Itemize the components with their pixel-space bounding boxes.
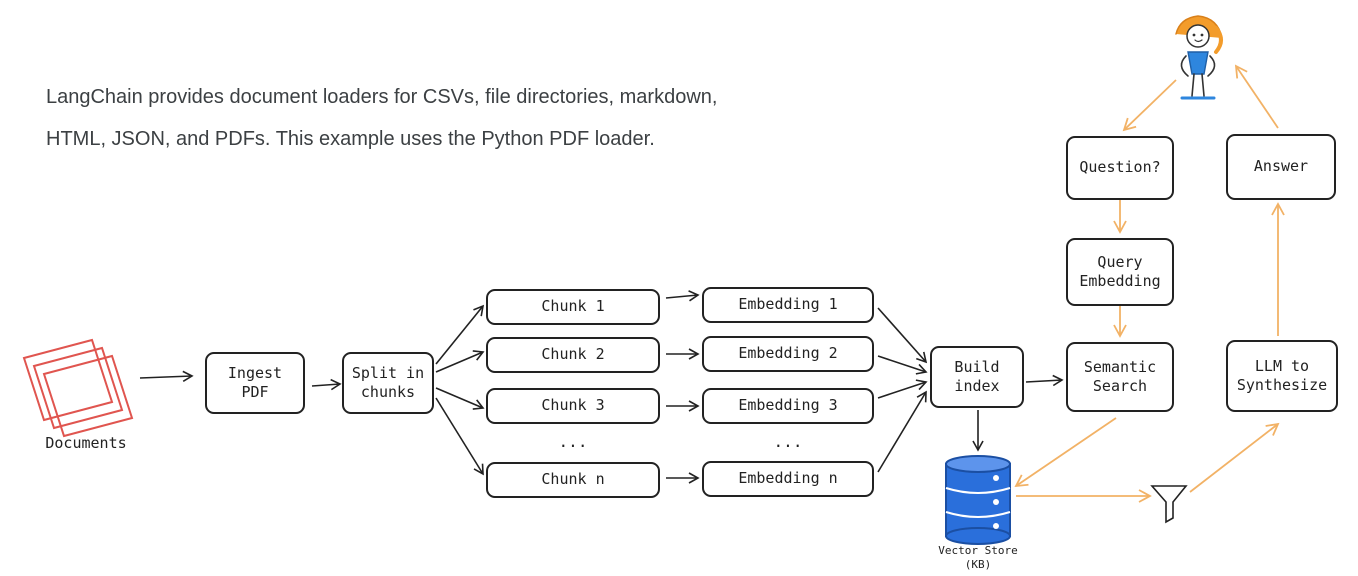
arrow-split-to-chunk-n — [435, 397, 484, 476]
llm-synthesize-step: LLM to Synthesize — [1226, 340, 1338, 412]
arrow-embedding-n-to-index — [877, 390, 927, 473]
documents-label: Documents — [45, 434, 127, 452]
build-index-step: Build index — [930, 346, 1024, 408]
arrow-answer-to-person — [1234, 64, 1279, 129]
arrow-search-to-store — [1014, 417, 1117, 488]
embeddings-ellipsis: ... — [773, 432, 803, 451]
chunk-2-box: Chunk 2 — [486, 337, 660, 373]
chunk-3-box: Chunk 3 — [486, 388, 660, 424]
semantic-search-step: Semantic Search — [1066, 342, 1174, 412]
arrow-split-to-chunk-3 — [435, 387, 485, 410]
arrow-filter-to-llm — [1189, 422, 1280, 493]
ingest-pdf-step: Ingest PDF — [205, 352, 305, 414]
vector-store-sublabel: (KB) — [964, 558, 992, 571]
embedding-n-box: Embedding n — [702, 461, 874, 497]
arrow-index-to-search — [1025, 374, 1064, 387]
person-icon — [1175, 15, 1223, 100]
arrow-split-to-chunk-2 — [435, 350, 485, 373]
chunk-n-box: Chunk n — [486, 462, 660, 498]
arrow-embedding-3-to-index — [877, 379, 928, 399]
question-box: Question? — [1066, 136, 1174, 200]
answer-box: Answer — [1226, 134, 1336, 200]
arrow-ingest-to-split — [311, 378, 342, 391]
chunks-ellipsis: ... — [558, 432, 588, 451]
arrow-split-to-chunk-1 — [435, 304, 485, 365]
chunk-1-box: Chunk 1 — [486, 289, 660, 325]
arrow-embedding-2-to-index — [877, 355, 928, 375]
database-icon — [945, 455, 1011, 545]
query-embedding-step: Query Embedding — [1066, 238, 1174, 306]
intro-line-1: LangChain provides document loaders for … — [46, 86, 718, 108]
documents-stack-icon — [22, 338, 134, 438]
vector-store-label: Vector Store — [938, 544, 1018, 557]
embedding-1-box: Embedding 1 — [702, 287, 874, 323]
embedding-2-box: Embedding 2 — [702, 336, 874, 372]
funnel-icon — [1150, 485, 1188, 524]
arrow-embedding-1-to-index — [877, 307, 928, 364]
embedding-3-box: Embedding 3 — [702, 388, 874, 424]
intro-line-2: HTML, JSON, and PDFs. This example uses … — [46, 128, 655, 150]
split-in-chunks-step: Split in chunks — [342, 352, 434, 414]
arrow-person-to-question — [1122, 79, 1177, 132]
arrow-docs-to-ingest — [139, 370, 194, 383]
arrow-chunk-1-to-embedding-1 — [665, 290, 700, 302]
